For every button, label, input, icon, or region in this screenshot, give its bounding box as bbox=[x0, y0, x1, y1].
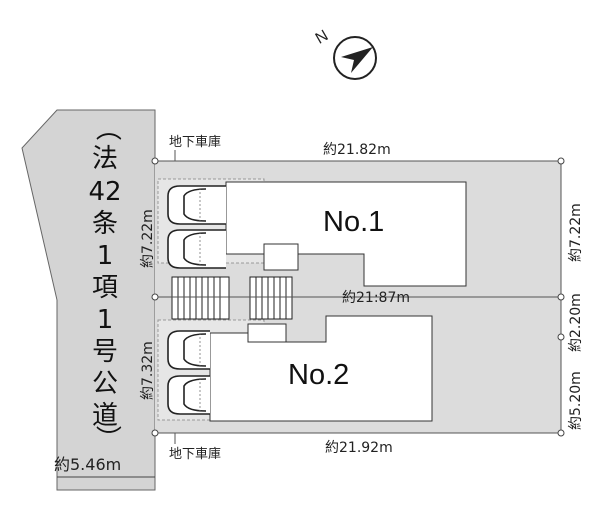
top-width-label: 約21.82m bbox=[323, 142, 391, 158]
car-4 bbox=[167, 375, 210, 415]
boundary-markers bbox=[151, 157, 565, 437]
svg-text:項: 項 bbox=[92, 273, 118, 303]
north-arrow-icon: N bbox=[313, 27, 377, 80]
no1-depth-right: 約7.22m bbox=[568, 203, 584, 262]
car-1 bbox=[167, 185, 226, 225]
garage-top-label: 地下車庫 bbox=[169, 135, 221, 150]
no2-depth-left: 約7.32m bbox=[140, 341, 156, 400]
lot-no1-label: No.1 bbox=[323, 206, 384, 238]
svg-text:1: 1 bbox=[97, 305, 114, 335]
svg-text:（: （ bbox=[92, 115, 122, 141]
stairs-left-treads bbox=[177, 277, 221, 319]
passage-width-label: 約2.20m bbox=[568, 293, 584, 352]
no2-depth-right: 約5.20m bbox=[568, 371, 584, 430]
svg-text:公: 公 bbox=[92, 369, 118, 399]
svg-text:条: 条 bbox=[92, 209, 118, 239]
svg-text:1: 1 bbox=[97, 241, 114, 271]
car-3 bbox=[167, 330, 210, 370]
car-2 bbox=[167, 229, 226, 269]
bottom-width-label: 約21.92m bbox=[325, 440, 393, 456]
svg-text:）: ） bbox=[92, 425, 122, 451]
garage-bottom-label: 地下車庫 bbox=[169, 447, 221, 462]
lot-no2-label: No.2 bbox=[288, 359, 349, 391]
svg-text:号: 号 bbox=[92, 337, 118, 367]
road-width-label: 約5.46m bbox=[54, 455, 121, 474]
public-road bbox=[21, 109, 156, 491]
svg-text:法: 法 bbox=[92, 144, 118, 174]
stairs-right bbox=[249, 276, 293, 320]
building-no2-annex bbox=[247, 323, 287, 343]
svg-text:N: N bbox=[313, 27, 332, 48]
road-label: （ 法 42 条 1 項 1 号 公 道 ） bbox=[88, 115, 122, 451]
no1-depth-left: 約7.22m bbox=[140, 209, 156, 268]
svg-text:道: 道 bbox=[92, 401, 118, 431]
svg-text:42: 42 bbox=[88, 177, 121, 207]
divider-width-label: 約21:87m bbox=[342, 290, 410, 306]
stairs-right-treads bbox=[255, 277, 287, 319]
building-no1-annex bbox=[263, 243, 299, 271]
